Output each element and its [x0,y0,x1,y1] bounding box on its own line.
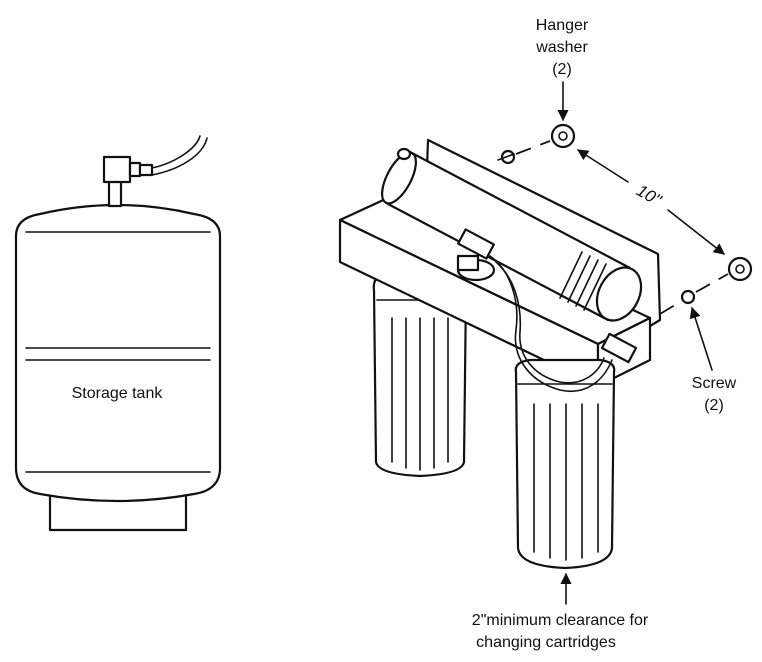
membrane-thread-1 [559,251,583,299]
dimension-arrow-right [667,209,725,255]
screw-label: Screw [692,375,737,392]
tubing-outer [489,255,613,393]
mounting-line-upper-a [515,140,551,155]
front-filter-housing [514,358,616,570]
hanger-washer-upper-hole [558,131,568,141]
hanger-washer-qty-label: (2) [552,61,572,78]
tank-body [14,203,222,503]
hanger-washer-lower [727,256,753,282]
screw-head-lower [680,289,696,305]
membrane-end-cap-right [595,266,643,322]
tank-valve-fitting [138,163,154,177]
screw-callout-arrow [689,306,713,371]
hanger-washer-label-line1: Hanger [536,17,589,34]
hanger-washer-lower-hole [735,264,745,274]
tank-tubing-lower [151,137,208,176]
membrane-thread-2 [567,255,591,303]
membrane-fitting-right [600,332,638,364]
membrane-thread-3 [575,259,599,307]
filter-head-block [338,194,652,388]
storage-tank-label: Storage tank [72,385,164,402]
clearance-label-line2: changing cartridges [476,634,616,651]
screw-qty-label: (2) [704,397,724,414]
clearance-label-line1: 2"minimum clearance for [472,612,649,629]
head-port [456,254,480,272]
membrane-end-cap-left [381,151,417,205]
tank-tubing-upper [151,135,201,169]
hardware-and-dimensions: 10" Hanger washer (2) Screw (2) 2"minimu… [472,17,753,651]
membrane-thread-4 [583,263,607,311]
mounting-line-lower-b [695,273,729,293]
membrane-fitting-left [457,228,495,260]
distance-label: 10" [633,181,665,210]
hanger-washer-upper [550,123,576,149]
storage-tank: Storage tank [14,135,222,532]
membrane-cartridge [381,147,643,322]
screw-thread-upper [497,153,515,161]
hanger-washer-label-line2: washer [535,39,588,56]
filter-assembly [338,138,662,570]
dimension-arrow-left [577,149,629,183]
rear-filter-housing [372,270,468,478]
tubing-inner [495,261,605,384]
tank-valve-body [102,155,132,184]
front-housing-body [514,358,616,570]
membrane-end-nipple [396,147,412,161]
tank-valve-nut [128,161,142,178]
mounting-line-lower-a [659,301,681,315]
tubing-and-fittings [457,228,638,393]
